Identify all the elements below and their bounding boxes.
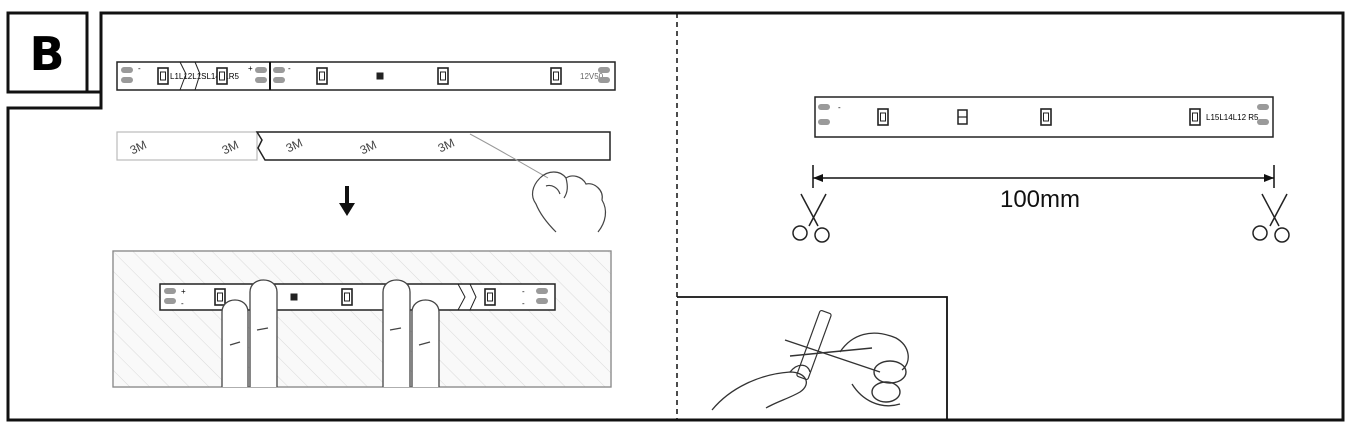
led-strip-segment: - L15L14L12 R5: [814, 96, 1274, 138]
led-strip-mounted: + - - -: [159, 283, 556, 311]
led-icon: [157, 67, 169, 85]
arrow-down-icon: [339, 186, 355, 216]
tape-label: 3M: [358, 138, 379, 158]
finger-icon: [221, 279, 278, 387]
tape-label: 3M: [128, 138, 149, 158]
svg-text:-: -: [522, 299, 525, 308]
scissors-icon: [792, 193, 830, 243]
cutting-inset: [677, 296, 948, 420]
hand-peeling-icon: [531, 171, 607, 233]
strip-code-right: 12V50: [580, 72, 604, 81]
led-icon: [1040, 108, 1052, 126]
panel-label: B: [29, 27, 64, 81]
led-strip-top: - L1L12L1SL14L1R5 + - 12V50: [116, 61, 616, 91]
svg-text:-: -: [288, 64, 291, 73]
svg-text:-: -: [838, 103, 841, 112]
dimension-label: 100mm: [1000, 186, 1080, 213]
led-icon: [214, 288, 226, 306]
svg-text:-: -: [181, 299, 184, 308]
tape-label: 3M: [220, 138, 241, 158]
led-icon: [877, 108, 889, 126]
tape-label: 3M: [436, 136, 457, 156]
resistor-icon: [957, 109, 968, 125]
dimension-line: [812, 165, 1275, 188]
strip-code: L15L14L12 R5: [1206, 113, 1259, 122]
resistor-icon: [290, 293, 298, 301]
mounting-surface: [112, 250, 612, 388]
scissors-icon: [1252, 193, 1290, 243]
svg-text:-: -: [522, 287, 525, 296]
finger-icon: [382, 279, 440, 387]
led-icon: [550, 67, 562, 85]
adhesive-tape: 3M 3M 3M 3M 3M: [116, 131, 611, 179]
resistor-icon: [376, 72, 384, 80]
tape-label: 3M: [284, 136, 305, 156]
svg-text:+: +: [181, 287, 186, 296]
led-icon: [341, 288, 353, 306]
led-icon: [1189, 108, 1201, 126]
led-icon: [216, 67, 228, 85]
svg-text:+: +: [248, 64, 253, 73]
strip-code-left: L1L12L1SL14L1R5: [170, 72, 240, 81]
svg-text:-: -: [138, 64, 141, 73]
led-icon: [316, 67, 328, 85]
led-icon: [484, 288, 496, 306]
led-icon: [437, 67, 449, 85]
